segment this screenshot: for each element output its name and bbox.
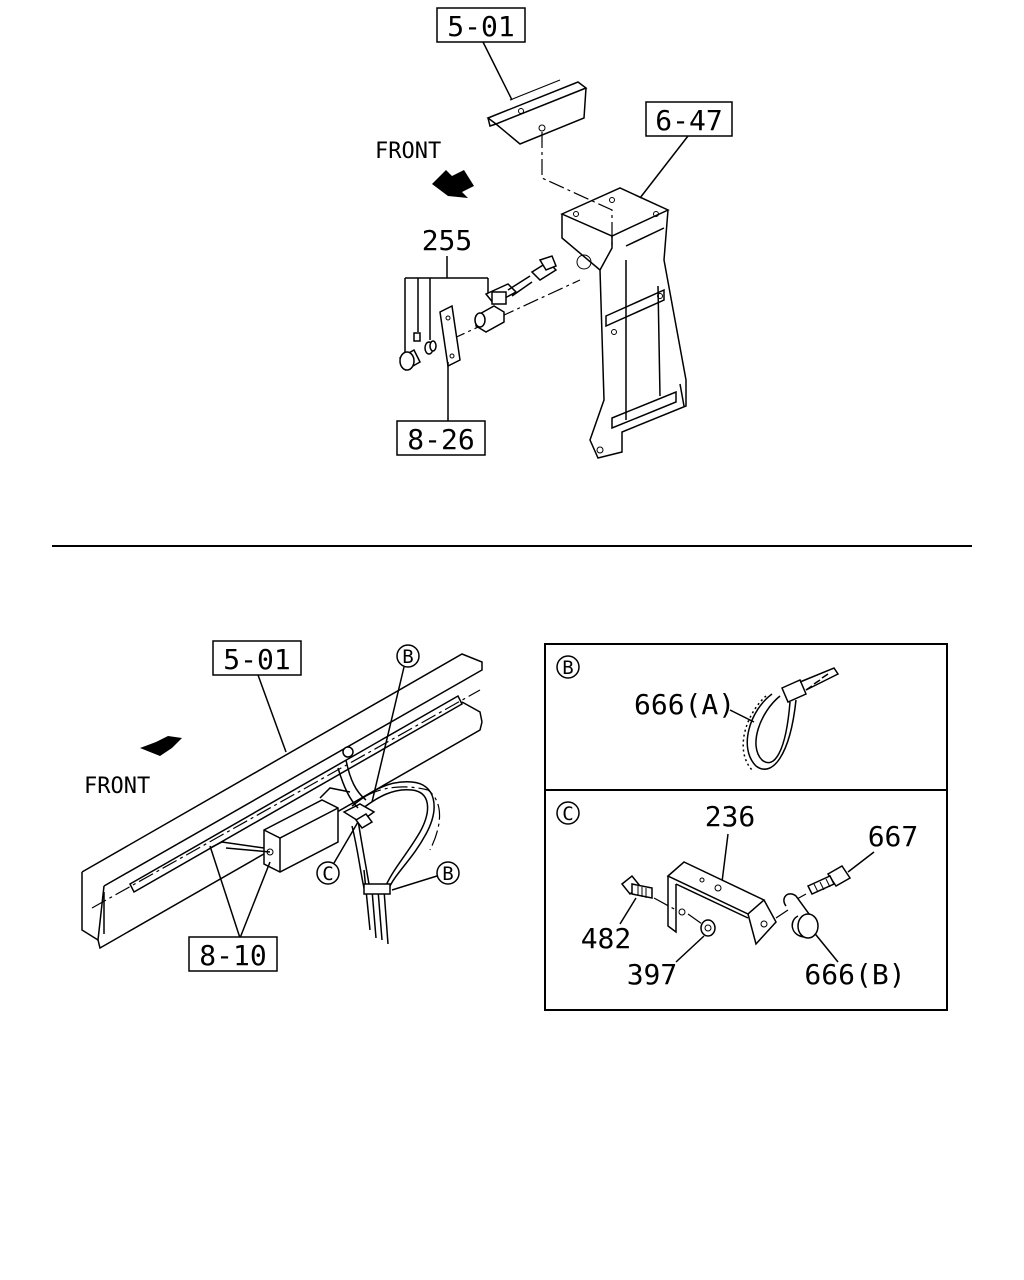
frame-rail [81, 653, 483, 950]
front-arrow-icon-bottom [140, 736, 182, 756]
nut-397-drawing [687, 913, 716, 937]
clip-bracket-drawing [666, 861, 777, 946]
center-line-switch [449, 279, 581, 341]
cab-mount-bracket [560, 187, 687, 459]
harness-junction-box [209, 787, 351, 873]
cable-tie-drawing [742, 667, 840, 771]
front-label-top: FRONT [375, 139, 441, 164]
ref-label-harness-top: 8-26 [407, 423, 474, 456]
leader-cable-tie [729, 709, 755, 723]
leader-frame-top [482, 41, 513, 101]
detail-frame [544, 643, 948, 1011]
callout-c-circle [316, 861, 340, 885]
leader-callout-b-bottom [391, 875, 438, 891]
callout-b-bottom-circle [436, 861, 460, 885]
detail-c-marker: C [562, 803, 573, 825]
callout-b-top: B [402, 646, 413, 668]
top-assembly: 5-01 6-47 FRONT [375, 7, 733, 459]
ref-box-frame-bottom [212, 640, 302, 676]
part-label-bracket: 236 [705, 800, 756, 833]
door-switch-assembly [399, 255, 558, 372]
frame-channel-fragment [486, 79, 588, 145]
part-label-screw: 667 [868, 820, 919, 853]
leader-bolt [619, 897, 637, 925]
part-label-nut: 397 [627, 958, 678, 991]
leader-callout-c [333, 821, 359, 864]
callout-b-top-circle [396, 644, 420, 668]
part-label-bolt: 482 [581, 922, 632, 955]
leader-frame-bottom [257, 674, 287, 753]
ref-box-bracket [645, 101, 733, 137]
part-label-switch: 255 [422, 224, 473, 257]
detail-b-marker: B [562, 657, 573, 679]
callout-c: C [322, 863, 333, 885]
leader-harness-bottom-a [209, 845, 241, 939]
part-label-cable-tie: 666(A) [634, 688, 735, 721]
leader-bracket [639, 135, 689, 199]
leader-callout-b-top [371, 666, 405, 803]
bolt-482-drawing [620, 874, 677, 911]
bottom-left-assembly: 5-01 FRONT [81, 640, 483, 972]
leader-harness-bottom-b [239, 861, 271, 939]
leader-nut [675, 935, 705, 963]
front-arrow-icon-top [432, 170, 474, 198]
connection-line-frame-bracket [541, 132, 613, 248]
detail-c: C 236 667 482 397 666(B) [556, 800, 919, 991]
detail-panels: B 666(A) C 236 667 482 397 [544, 643, 948, 1011]
callout-b-bottom: B [442, 863, 453, 885]
ref-label-frame-top: 5-01 [447, 10, 514, 43]
wire-harness-loop [337, 746, 441, 945]
leader-bracket-236 [721, 833, 729, 883]
clip-666b-drawing [775, 893, 819, 939]
ref-label-frame-bottom: 5-01 [223, 643, 290, 676]
part-label-clip: 666(B) [804, 958, 905, 991]
ref-box-harness-top [396, 420, 486, 456]
ref-box-harness-bottom [188, 936, 278, 972]
ref-box-frame-top [436, 7, 526, 43]
front-label-bottom: FRONT [84, 774, 150, 799]
leader-clip [811, 929, 839, 963]
screw-667-drawing [787, 865, 852, 905]
detail-b: B 666(A) [556, 655, 840, 771]
ref-label-bracket: 6-47 [655, 104, 722, 137]
ref-label-harness-bottom: 8-10 [199, 939, 266, 972]
leader-switch [404, 256, 489, 352]
leader-screw [847, 851, 875, 873]
